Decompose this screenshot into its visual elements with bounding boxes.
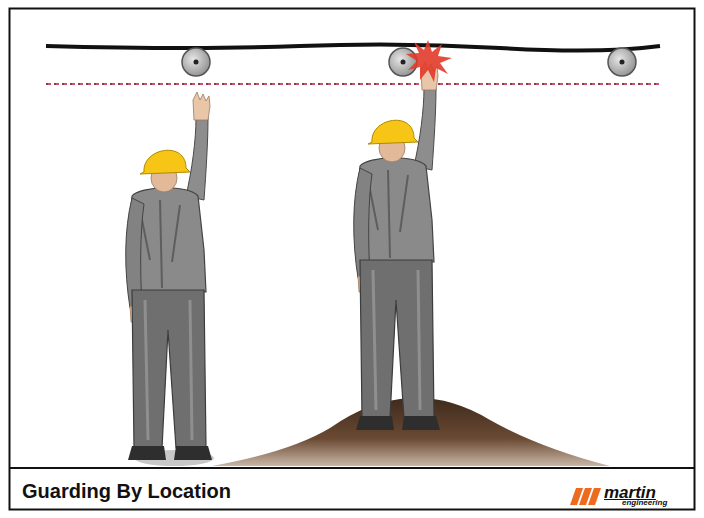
logo-subtitle: engineering xyxy=(622,499,667,507)
caption: Guarding By Location xyxy=(22,480,231,503)
